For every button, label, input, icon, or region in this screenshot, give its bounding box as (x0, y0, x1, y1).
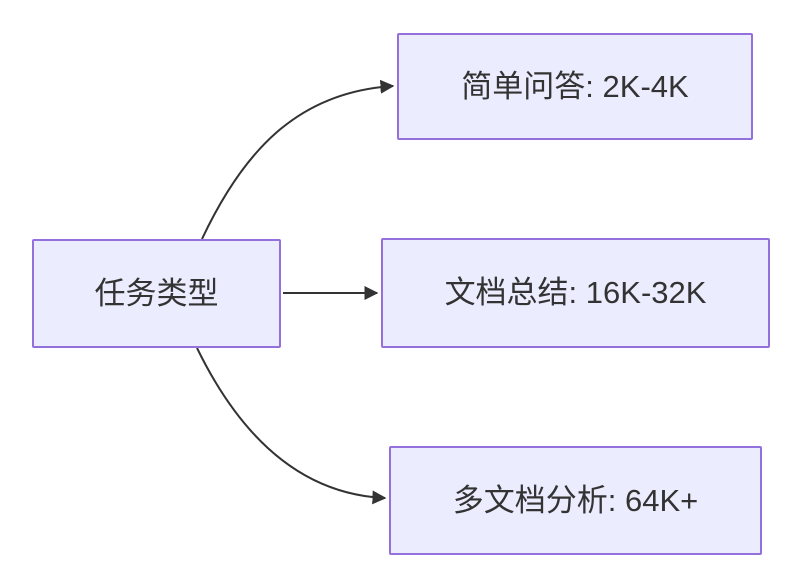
node-multi-doc-analysis: 多文档分析: 64K+ (389, 446, 762, 555)
node-doc-summary-label: 文档总结: 16K-32K (444, 275, 707, 311)
node-simple-qa: 简单问答: 2K-4K (397, 33, 753, 140)
node-task-type-label: 任务类型 (94, 275, 219, 311)
node-task-type: 任务类型 (32, 239, 281, 348)
node-simple-qa-label: 简单问答: 2K-4K (461, 68, 689, 104)
edge-root-to-simple-qa (201, 79, 395, 240)
node-multi-doc-analysis-label: 多文档分析: 64K+ (452, 482, 699, 518)
edge-root-to-multi-doc (196, 347, 387, 505)
node-doc-summary: 文档总结: 16K-32K (381, 238, 770, 348)
